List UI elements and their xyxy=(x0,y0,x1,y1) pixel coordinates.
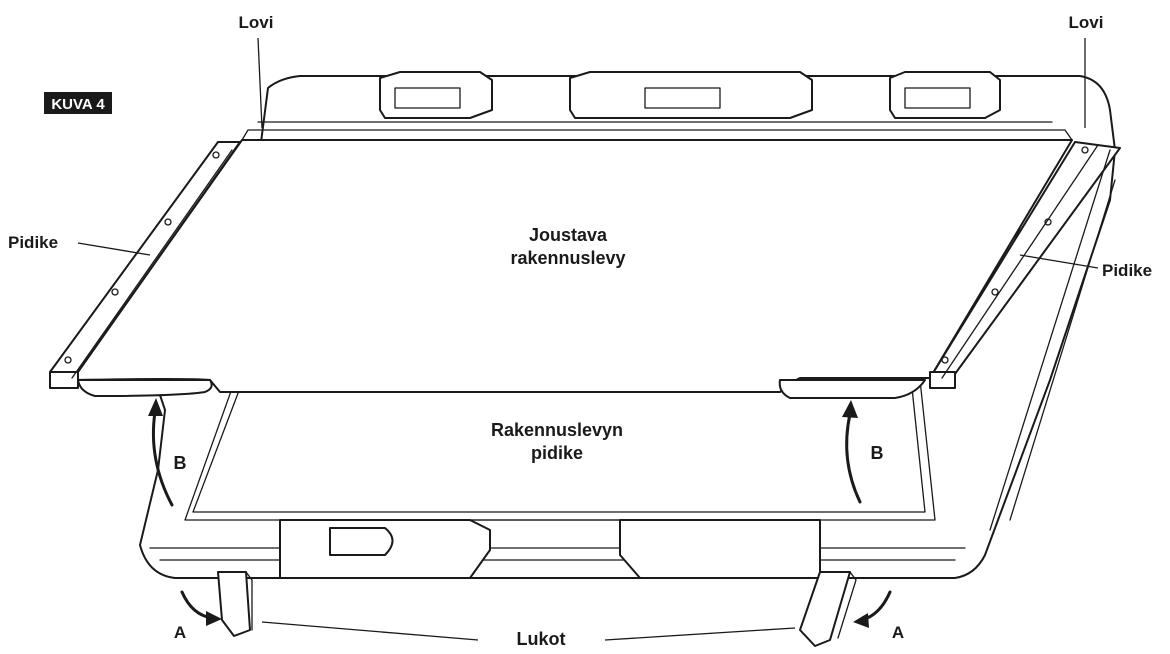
label-flexible-plate-line2: rakennuslevy xyxy=(510,248,625,268)
arrow-a-right xyxy=(853,590,892,628)
lock-left xyxy=(217,571,253,637)
tray-right-rails xyxy=(989,149,1116,531)
arrow-b-right xyxy=(842,400,862,504)
label-notch-right: Lovi xyxy=(1069,13,1104,32)
leader-lock-left xyxy=(261,621,479,641)
leader-clip-right xyxy=(1019,254,1099,269)
right-clip-bar xyxy=(929,141,1121,389)
left-clip-bar xyxy=(49,141,241,389)
label-flexible-plate-line1: Joustava xyxy=(529,225,608,245)
flexible-build-plate xyxy=(71,121,1073,399)
lock-right xyxy=(799,571,857,647)
label-arrow-a-right: A xyxy=(892,623,904,642)
label-arrow-b-left: B xyxy=(174,453,187,473)
figure-tag: KUVA 4 xyxy=(44,92,112,114)
label-plate-holder-line1: Rakennuslevyn xyxy=(491,420,623,440)
label-arrow-b-right: B xyxy=(871,443,884,463)
rear-tabs xyxy=(379,71,1001,119)
figure-tag-text: KUVA 4 xyxy=(51,96,105,113)
label-locks: Lukot xyxy=(517,629,566,649)
label-clip-left: Pidike xyxy=(8,233,58,252)
label-plate-holder-line2: pidike xyxy=(531,443,583,463)
leader-lines xyxy=(77,37,1099,641)
label-arrow-a-left: A xyxy=(174,623,186,642)
leader-notch-left xyxy=(257,37,263,129)
leader-lock-right xyxy=(604,627,796,641)
arrow-a-left xyxy=(180,590,222,626)
label-clip-right: Pidike xyxy=(1102,261,1152,280)
label-notch-left: Lovi xyxy=(239,13,274,32)
arrow-b-left xyxy=(148,398,174,507)
leader-clip-left xyxy=(77,242,151,256)
